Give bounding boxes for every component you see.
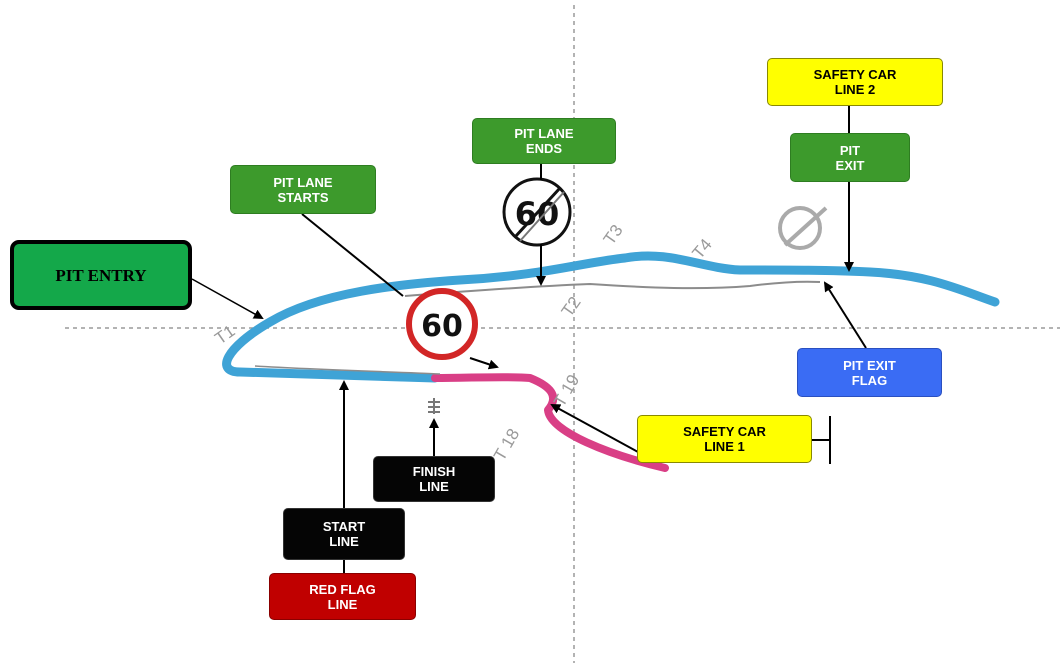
pit-lane-starts-connector [301,213,404,297]
pit-exit-flag-arrow [823,281,867,349]
safety-car-line-2-label: SAFETY CAR LINE 2 [767,58,943,106]
turn-label-t2: T2 [558,293,585,320]
finish-line-marker [428,398,440,414]
pit-lane-ends-label: PIT LANE ENDS [472,118,616,164]
sector-highlight-track [431,373,669,472]
turn-label-t19: T 19 [550,371,583,410]
start-line-label: START LINE [283,508,405,560]
safety-car-line-1-arrow [550,404,639,453]
pit-entry-arrow [191,278,264,319]
inner-track-line [254,365,441,375]
pit-lane-line [404,280,821,297]
finish-line-label: FINISH LINE [373,456,495,502]
pit-exit-sign-icon [778,206,828,250]
turn-label-t3: T3 [600,221,627,248]
turn-label-t18: T 18 [490,425,523,464]
pit-entry-label: PIT ENTRY [10,240,192,310]
speed-limit-value: 60 [421,309,463,344]
red-flag-line-label: RED FLAG LINE [269,573,416,620]
safety-car-line-1-label: SAFETY CAR LINE 1 [637,415,812,463]
end-speed-limit-sign: 60 [502,177,572,247]
pit-exit-label: PIT EXIT [790,133,910,182]
pit-exit-flag-label: PIT EXIT FLAG [797,348,942,397]
pit-lane-starts-label: PIT LANE STARTS [230,165,376,214]
speed-limit-sign: 60 [406,288,478,360]
speed-sign-arrow [469,357,499,370]
